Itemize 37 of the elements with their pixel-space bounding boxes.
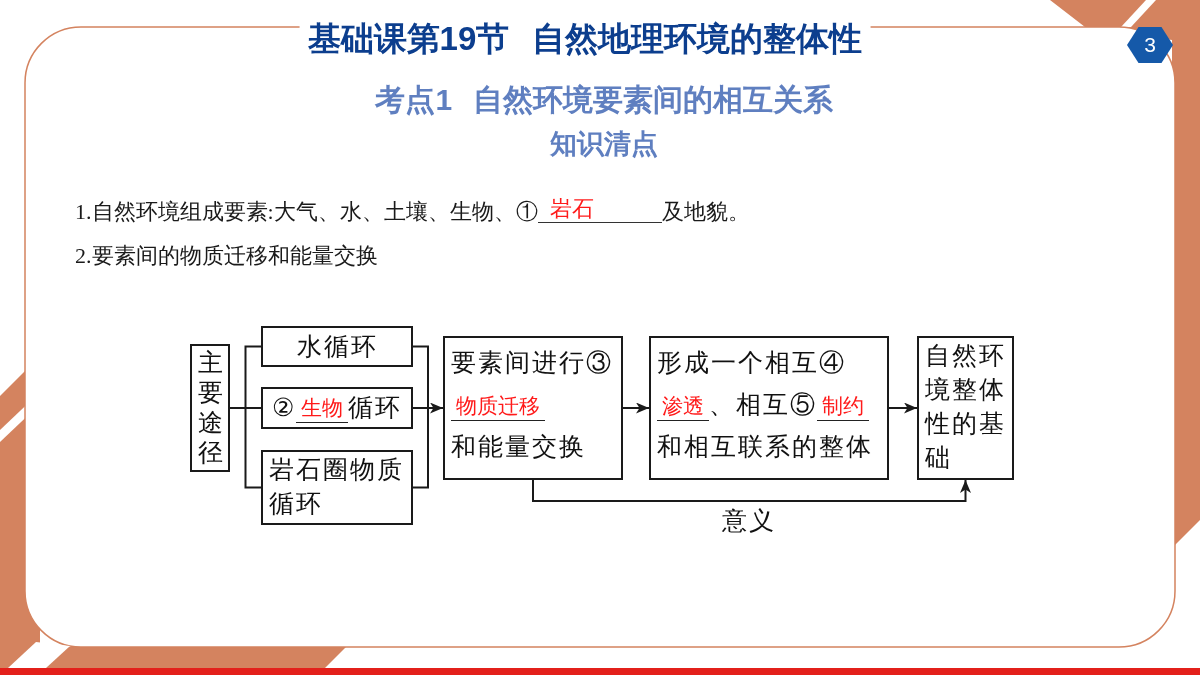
fill-in-line: 制约 xyxy=(817,392,869,421)
fill-in-line: 物质迁移 xyxy=(451,392,545,421)
body-text: 2.要素间的物质迁移和能量交换 xyxy=(75,242,378,270)
process-box xyxy=(917,336,1014,480)
process-box xyxy=(261,387,413,429)
box-text: 要素间进行③ xyxy=(451,348,613,378)
arrow xyxy=(532,479,971,502)
connector-line xyxy=(412,407,429,409)
box-text: 和能量交换 xyxy=(451,432,586,462)
arrow xyxy=(888,402,918,414)
process-box xyxy=(261,326,413,367)
box-text: 、相互⑤ xyxy=(709,390,817,420)
box-text: ② xyxy=(272,393,296,423)
section-heading: 知识清点 xyxy=(550,128,658,161)
box-text: 和相互联系的整体 xyxy=(657,432,873,462)
box-text: 自然环境整体性的基础 xyxy=(925,342,1006,471)
body-text: 及地貌。 xyxy=(661,198,750,226)
fill-in-line: 岩石 xyxy=(537,196,662,223)
body-text: 1.自然环境组成要素:大气、水、土壤、生物、① xyxy=(75,198,538,226)
process-box xyxy=(443,336,623,480)
process-box xyxy=(190,344,230,472)
box-text: 循环 xyxy=(348,393,402,423)
fill-in-line: 渗透 xyxy=(657,392,709,421)
process-box xyxy=(261,450,413,525)
connector-line xyxy=(412,407,429,489)
process-box xyxy=(649,336,889,480)
box-text: 水循环 xyxy=(296,331,378,362)
arrow xyxy=(622,402,650,414)
connector-line xyxy=(244,345,262,409)
box-text: 岩石圈物质循环 xyxy=(269,456,404,517)
connector-line xyxy=(412,345,429,409)
fill-in-line: 生物 xyxy=(296,393,348,423)
box-text: 形成一个相互④ xyxy=(657,348,846,378)
box-text: 主要途径 xyxy=(197,348,223,468)
section-heading: 考点1 自然环境要素间的相互关系 xyxy=(375,82,833,118)
arrow xyxy=(427,402,444,414)
connector-line xyxy=(244,407,262,489)
